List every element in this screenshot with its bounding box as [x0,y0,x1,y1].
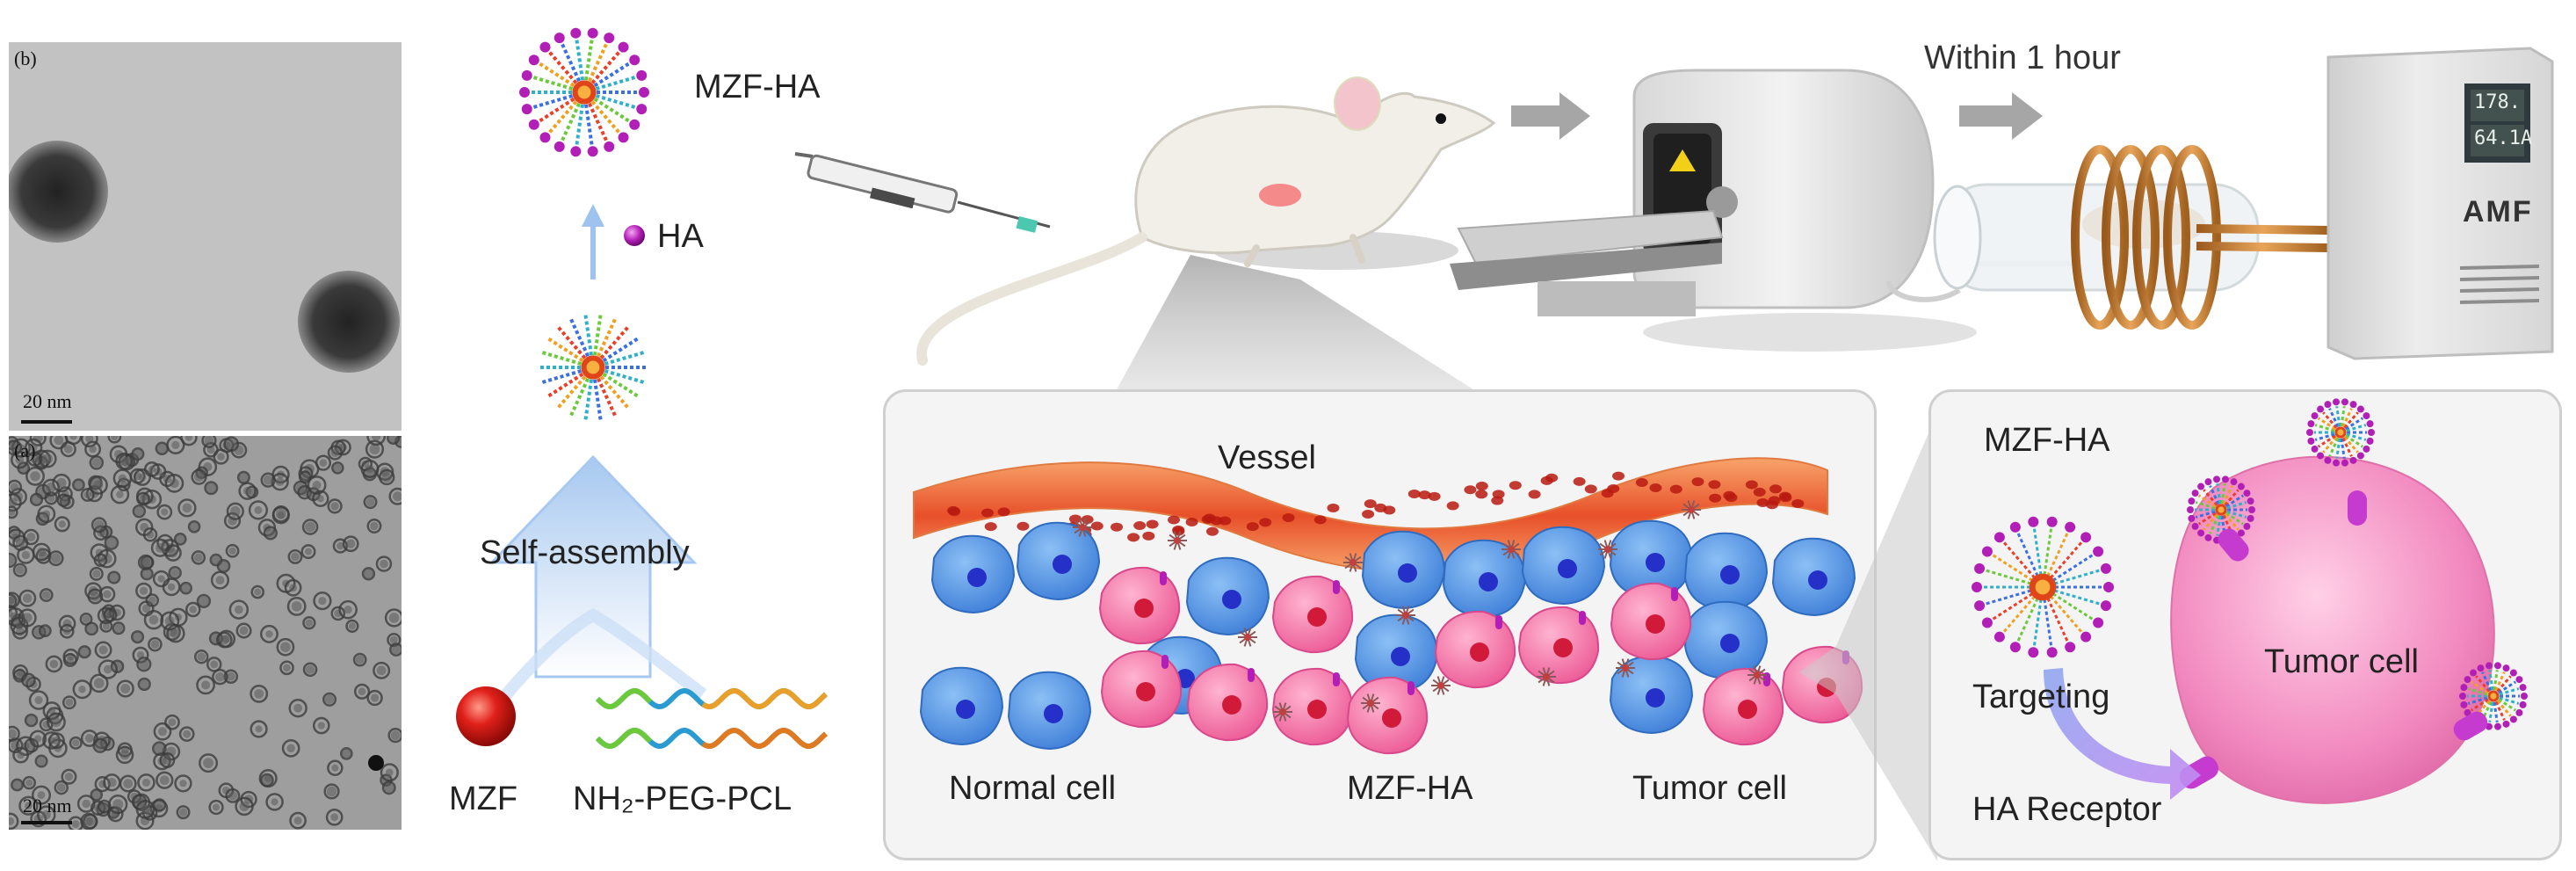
amf-coil-icon [1933,145,2329,330]
vessel-label: Vessel [1218,439,1316,476]
ha-receptor-icon [2348,490,2367,526]
tem-bottom-scale-label: 20 nm [23,795,72,817]
amf-label: AMF [2463,195,2533,229]
nanoparticle-cluster [9,141,108,243]
mri-scanner-icon [1450,69,1977,352]
tem-image-top: (b) 20 nm [9,42,402,431]
ha-receptor-icon [2218,528,2249,562]
big-tumor-cell-label: Tumor cell [2264,643,2419,680]
targeting-arrow [2044,668,2201,800]
mzf-label: MZF [449,780,518,817]
tem-image-bottom: (a) 20 nm [9,436,402,830]
arrow-right-icon [1511,92,1590,140]
tem-top-panel-label: (b) [14,47,37,69]
targeting-label: Targeting [1972,679,2110,715]
syringe-icon [794,152,1051,233]
mouse-icon [916,76,1496,366]
polymer-helix-icon [595,687,828,750]
tem-top-scale-label: 20 nm [23,390,72,412]
workflow-art [794,47,2554,391]
polymer-label: NH₂-PEG-PCL [573,780,792,817]
time-label: Within 1 hour [1924,40,2121,76]
tumor-cell-label: Tumor cell [1632,770,1787,807]
tumor-cell-icon [2170,455,2495,804]
mzf-sphere-icon [456,686,516,746]
zoom-cone [1116,255,1476,391]
ha-receptor-label: HA Receptor [1972,791,2162,828]
micelle [539,313,648,422]
vessel-icon [913,457,1828,575]
nanoparticle-cluster [298,271,400,373]
tem-bottom-panel-label: (a) [14,439,36,461]
tissue-mzf-ha-label: MZF-HA [1347,770,1473,807]
mzf-ha-label: MZF-HA [694,69,821,105]
self-assembly-label: Self-assembly [480,534,690,571]
arrow-up-head [582,204,604,227]
tem-bottom-art [9,436,402,830]
ha-label: HA [657,218,704,255]
normal-cell-label: Normal cell [949,770,1117,807]
tem-bottom-scale-art [21,821,72,824]
ha-bead-icon [624,225,645,246]
amf-display-line1: 178. [2474,91,2521,113]
red-blood-cells [947,471,1805,542]
targeting-mzf-ha-label: MZF-HA [1984,422,2110,459]
assembly-art [456,27,828,750]
mzf-ha-micelle [519,27,649,157]
zoom-cone [1799,413,1937,861]
amf-device-icon [2326,47,2554,360]
arrow-right-icon [1959,92,2043,140]
ha-receptor-icon [2453,711,2488,741]
amf-display-line2: 64.1A [2474,127,2533,149]
tem-top-art [9,141,400,424]
